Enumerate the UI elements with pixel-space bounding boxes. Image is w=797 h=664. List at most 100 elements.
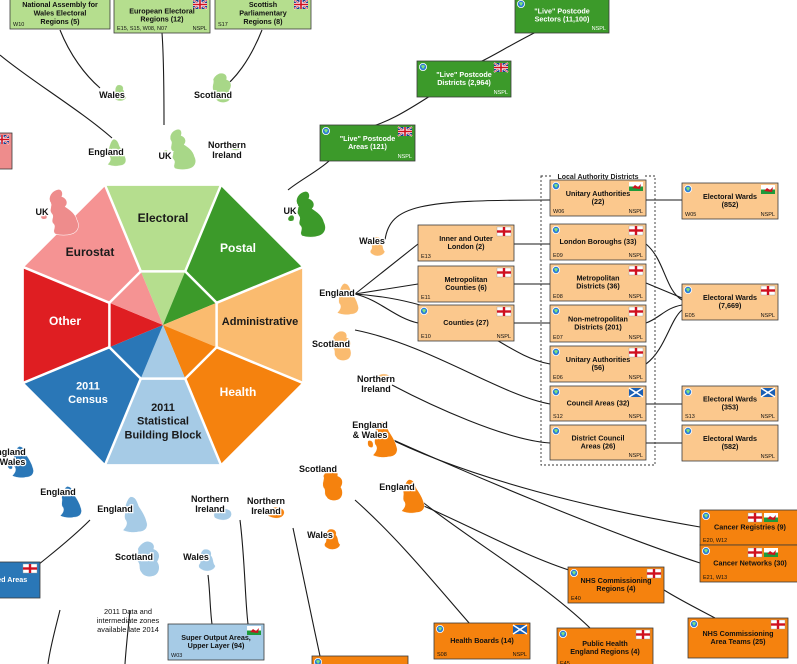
cancer-networks-box[interactable]: Cancer Networks (30)E21, W13 xyxy=(699,544,797,583)
uk-flag-icon xyxy=(397,126,413,137)
england-flag-icon xyxy=(770,619,786,630)
live-postcode-districts-box-source: NSPL xyxy=(494,90,508,96)
octagon-spoke xyxy=(103,378,142,466)
non-metropolitan-districts-box-code: E07 xyxy=(553,335,563,341)
district-council-areas-box-bg xyxy=(549,424,647,461)
wales-admin-shape xyxy=(370,236,386,257)
electoral-wards-582-box[interactable]: Electoral Wards(582)NSPL xyxy=(681,424,779,462)
scotland-admin-label: Scotland xyxy=(312,339,350,349)
unitary-authorities-wales-box-code: W06 xyxy=(553,209,564,215)
connector-line-7 xyxy=(479,29,541,63)
globe-icon xyxy=(517,0,526,8)
census-merged-areas-box[interactable]: hed Areas xyxy=(0,561,41,599)
england-wales-health-shape xyxy=(367,421,398,458)
globe-icon xyxy=(684,184,693,193)
super-output-areas-upper-box-code: W03 xyxy=(171,653,182,659)
connector-lines xyxy=(0,29,716,664)
england-flag-icon xyxy=(22,563,38,574)
connector-line-17 xyxy=(645,243,683,301)
england-flag-icon xyxy=(496,267,512,278)
globe-icon xyxy=(684,387,693,396)
cancer-registries-box-code: E20, W12 xyxy=(703,538,727,544)
metropolitan-districts-box-code: E08 xyxy=(553,294,563,300)
inner-outer-london-box-code: E13 xyxy=(421,254,431,260)
cancer-registries-box[interactable]: Cancer Registries (9) E20, W12 xyxy=(699,509,797,546)
england-health-shape xyxy=(401,479,425,514)
octagon-wedge-census xyxy=(22,325,163,466)
connector-line-31 xyxy=(292,527,321,657)
scotland-electoral-map: Scotland xyxy=(193,72,233,103)
connector-line-27 xyxy=(404,497,576,573)
electoral-wards-582-box-source: NSPL xyxy=(761,454,775,460)
wales-electoral-map: Wales xyxy=(98,84,127,101)
octagon-label-health: Health xyxy=(220,385,257,399)
octagon-label-eurostat: Eurostat xyxy=(66,245,115,259)
metropolitan-districts-box-source: NSPL xyxy=(629,294,643,300)
connector-line-30 xyxy=(419,499,591,629)
wales-flag-icon xyxy=(764,548,778,557)
cancer-registries-box-title: Cancer Registries (9) xyxy=(714,523,787,532)
uk-electoral-map: UK xyxy=(157,128,196,170)
octagon-wedge-eurostat xyxy=(22,184,163,325)
wales-flag-icon xyxy=(761,185,775,194)
scotland-flag-icon xyxy=(760,387,776,398)
octagon-wedge-health xyxy=(163,325,304,466)
connector-line-18 xyxy=(645,282,683,299)
england-flag-icon xyxy=(628,306,644,317)
connector-line-6 xyxy=(364,95,431,129)
england-flag-icon xyxy=(628,225,644,236)
octagon-spoke xyxy=(216,346,304,385)
wales-health-label: Wales xyxy=(307,530,333,540)
globe-icon xyxy=(552,181,561,190)
connector-line-19 xyxy=(645,304,683,324)
council-areas-box-source: NSPL xyxy=(629,414,643,420)
globe-icon xyxy=(314,658,322,664)
connector-line-23 xyxy=(391,384,551,444)
eurostat-partial-box[interactable] xyxy=(0,132,13,170)
bottom-partial-box[interactable] xyxy=(311,655,409,664)
england-flag-icon xyxy=(628,347,644,358)
octagon-wedge-electoral xyxy=(104,184,222,325)
london-boroughs-box-title: London Boroughs (33) xyxy=(559,237,637,246)
england-admin-label: England xyxy=(319,288,355,298)
scotland-health-shape xyxy=(322,468,343,501)
globe-icon xyxy=(552,306,561,315)
globe-icon xyxy=(702,547,711,556)
connector-line-10 xyxy=(354,283,419,295)
scotland-health-label: Scotland xyxy=(299,464,337,474)
super-output-areas-upper-box[interactable]: Super Output Areas,Upper Layer (94)W03 xyxy=(167,623,265,661)
electoral-wards-852-box-source: NSPL xyxy=(761,212,775,218)
